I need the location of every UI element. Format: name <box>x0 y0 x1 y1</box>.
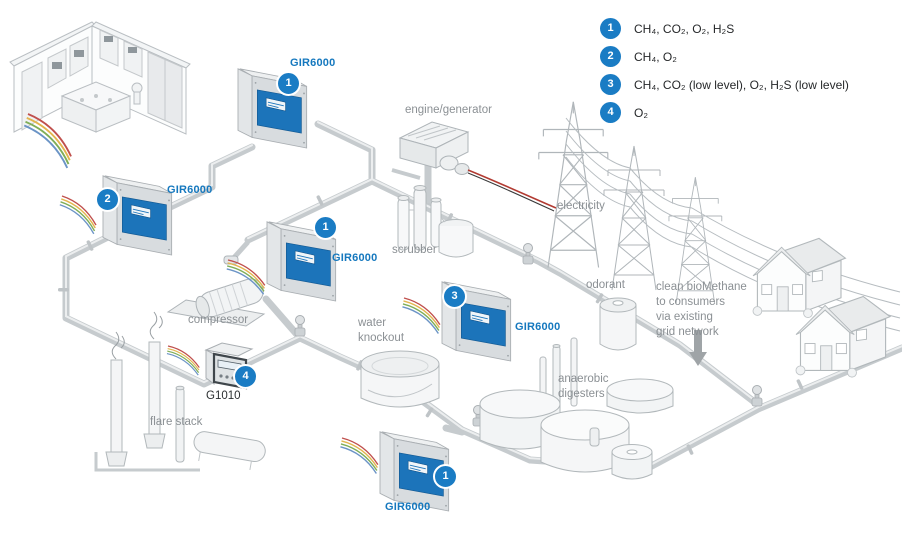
sample-tubing-icon <box>336 437 383 475</box>
label-anaerobic-digesters: anaerobic digesters <box>558 373 609 400</box>
label-gir6000-mid: GIR6000 <box>332 252 378 264</box>
label-scrubber: scrubber <box>392 244 437 256</box>
flare-stack-illustration <box>94 311 266 472</box>
label-flare-stack: flare stack <box>150 416 203 428</box>
scrubber-illustration <box>397 185 474 258</box>
label-gir6000-right: GIR6000 <box>515 321 561 333</box>
engine-generator-illustration <box>391 121 470 180</box>
label-odorant: odorant <box>586 279 626 291</box>
valve-icon <box>751 385 763 407</box>
legend-badge-1: 1 <box>600 18 621 39</box>
label-compressor: compressor <box>188 314 249 326</box>
legend-text-2: CH₄, O₂ <box>634 49 677 64</box>
badge-analyzer-bottom: 1 <box>433 464 458 489</box>
g1010-illustration <box>204 342 254 390</box>
legend-item: 2 CH₄, O₂ <box>600 46 677 67</box>
label-engine-generator: engine/generator <box>405 104 492 116</box>
label-electricity: electricity <box>557 200 605 212</box>
badge-analyzer-top: 1 <box>276 71 301 96</box>
control-room-illustration <box>9 21 191 135</box>
legend-badge-3: 3 <box>600 74 621 95</box>
badge-g1010: 4 <box>233 364 258 389</box>
badge-analyzer-right: 3 <box>442 284 467 309</box>
label-g1010: G1010 <box>206 390 241 402</box>
legend-badge-4: 4 <box>600 102 621 123</box>
legend-text-1: CH₄, CO₂, O₂, H₂S <box>634 21 735 36</box>
badge-analyzer-left: 2 <box>95 187 120 212</box>
sample-tubing-icon <box>398 297 445 335</box>
legend-item: 4 O₂ <box>600 102 648 123</box>
legend-item: 1 CH₄, CO₂, O₂, H₂S <box>600 18 734 39</box>
label-clean-biomethane: clean bioMethane to consumers via existi… <box>656 281 747 338</box>
sample-tubing-icon <box>54 195 102 235</box>
valve-icon <box>294 315 306 337</box>
legend-badge-2: 2 <box>600 46 621 67</box>
legend-text-4: O₂ <box>634 105 648 120</box>
label-gir6000-left: GIR6000 <box>167 184 213 196</box>
anaerobic-digesters-illustration <box>479 337 674 480</box>
badge-analyzer-mid: 1 <box>313 215 338 240</box>
legend-item: 3 CH₄, CO₂ (low level), O₂, H₂S (low lev… <box>600 74 849 95</box>
label-gir6000-bottom: GIR6000 <box>385 501 431 513</box>
label-water-knockout: water knockout <box>358 317 405 344</box>
grid-feed-arrow-icon <box>689 330 707 366</box>
legend-text-3: CH₄, CO₂ (low level), O₂, H₂S (low level… <box>634 77 849 92</box>
compressor-illustration <box>166 240 266 327</box>
electricity-wires <box>467 169 557 212</box>
odorant-illustration <box>599 297 637 351</box>
sample-tubing-icon <box>14 113 81 169</box>
label-gir6000-top: GIR6000 <box>290 57 336 69</box>
water-knockout-illustration <box>360 350 440 408</box>
